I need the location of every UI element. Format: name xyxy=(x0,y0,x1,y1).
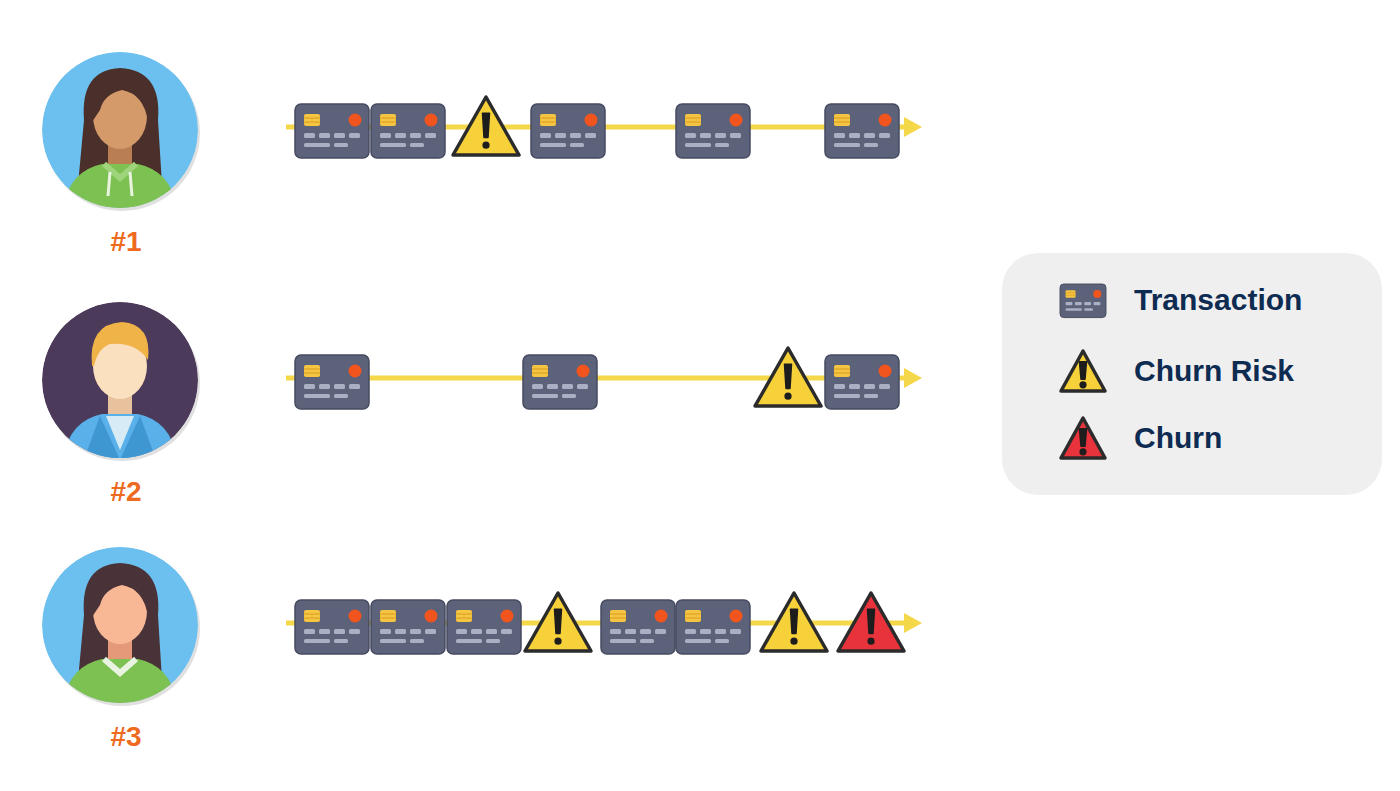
avatar-picture xyxy=(40,50,204,214)
customer-avatar: #1 xyxy=(40,50,212,258)
card-icon xyxy=(295,104,369,158)
legend-entry: Transaction xyxy=(1054,275,1302,325)
risk-swatch xyxy=(1054,346,1112,396)
churn-triangle xyxy=(1061,418,1105,458)
legend-label: Churn xyxy=(1134,421,1222,455)
timeline-arrowhead xyxy=(904,368,922,388)
legend-label: Transaction xyxy=(1134,283,1302,317)
customer-number: #2 xyxy=(40,476,212,508)
timeline xyxy=(286,593,922,654)
timeline-arrowhead xyxy=(904,117,922,137)
card-icon xyxy=(825,104,899,158)
customer-avatar: #3 xyxy=(40,545,212,753)
card-icon xyxy=(295,355,369,409)
card-icon xyxy=(676,104,750,158)
risk-triangle xyxy=(761,593,827,651)
timeline-arrowhead xyxy=(904,613,922,633)
timeline xyxy=(286,348,922,409)
risk-triangle xyxy=(1061,351,1105,391)
avatar-picture xyxy=(40,545,204,709)
card-icon xyxy=(295,600,369,654)
customer-number: #1 xyxy=(40,226,212,258)
risk-triangle xyxy=(525,593,591,651)
card-icon xyxy=(523,355,597,409)
customer-avatar: #2 xyxy=(40,300,212,508)
churn-triangle xyxy=(838,593,904,651)
customer-number: #3 xyxy=(40,721,212,753)
legend-panel: TransactionChurn RiskChurn xyxy=(1002,253,1382,495)
timeline xyxy=(286,97,922,158)
transaction-swatch xyxy=(1054,275,1112,325)
card-icon xyxy=(601,600,675,654)
risk-triangle xyxy=(453,97,519,155)
card-icon xyxy=(531,104,605,158)
card-icon xyxy=(371,104,445,158)
card-icon xyxy=(676,600,750,654)
risk-triangle xyxy=(755,348,821,406)
legend-entry: Churn Risk xyxy=(1054,346,1294,396)
avatar-picture xyxy=(40,300,204,464)
card-icon xyxy=(825,355,899,409)
card-icon xyxy=(1060,284,1106,318)
legend-entry: Churn xyxy=(1054,413,1222,463)
legend-label: Churn Risk xyxy=(1134,354,1294,388)
churn-swatch xyxy=(1054,413,1112,463)
card-icon xyxy=(371,600,445,654)
card-icon xyxy=(447,600,521,654)
